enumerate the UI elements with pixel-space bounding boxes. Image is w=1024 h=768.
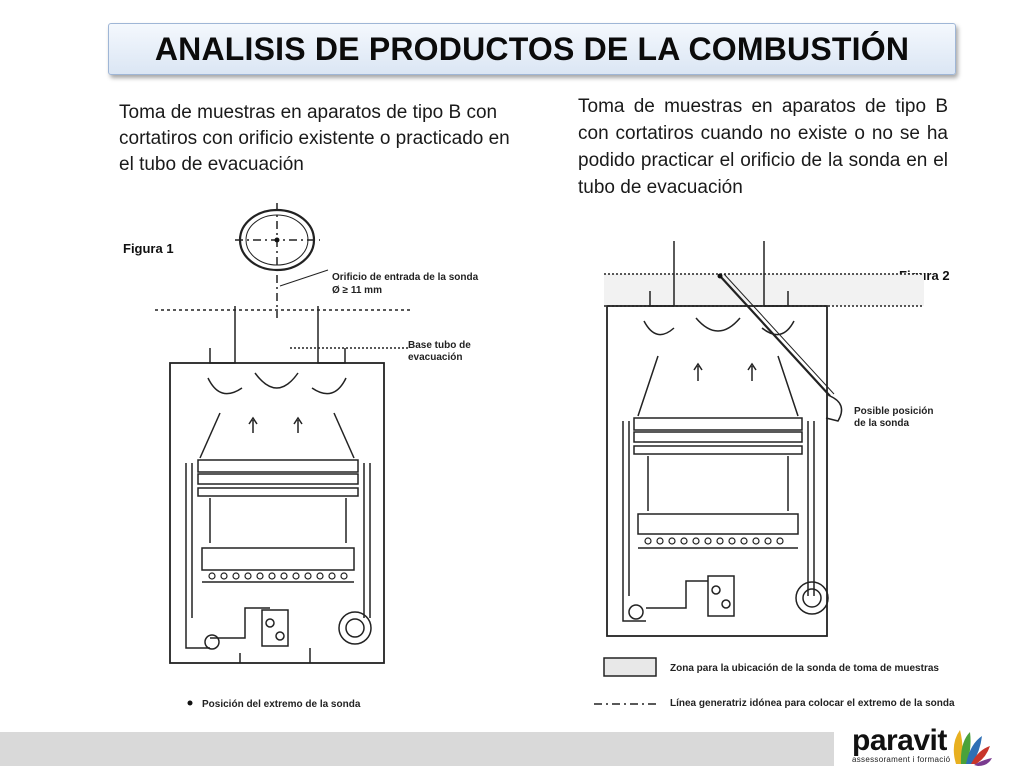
figure2-legend-line: Línea generatriz idónea para colocar el … [670, 698, 955, 709]
right-description: Toma de muestras en aparatos de tipo B c… [578, 96, 948, 198]
figure1-base-callout-line2: evacuación [408, 352, 462, 363]
figure1-orifice-callout-line1: Orificio de entrada de la sonda [332, 272, 479, 283]
logo-subtitle: assessorament i formació [852, 755, 951, 764]
left-description: Toma de muestras en aparatos de tipo B c… [119, 102, 510, 175]
figure2-diagram: Posible posición de la sonda Zona para l… [594, 241, 955, 709]
figure1-orifice-callout-line2: Ø ≥ 11 mm [332, 285, 382, 296]
figure1-base-callout-line1: Base tubo de [408, 340, 471, 351]
paravit-logo: paravit assessorament i formació [844, 724, 1020, 766]
figure2-probe-callout-line2: de la sonda [854, 418, 909, 429]
figure1-label: Figura 1 [123, 241, 174, 256]
figure1-diagram: Orificio de entrada de la sonda Ø ≥ 11 m… [155, 203, 479, 710]
page-title: ANALISIS DE PRODUCTOS DE LA COMBUSTIÓN [154, 30, 910, 67]
figure2-legend-zone: Zona para la ubicación de la sonda de to… [670, 663, 939, 674]
title-banner: ANALISIS DE PRODUCTOS DE LA COMBUSTIÓN [108, 23, 956, 75]
figure1-legend: Posición del extremo de la sonda [202, 699, 361, 710]
logo-fan-icon [953, 730, 992, 766]
figure2-probe-callout-line1: Posible posición [854, 406, 933, 417]
footer-bar [0, 732, 834, 766]
logo-name: paravit [852, 724, 947, 757]
